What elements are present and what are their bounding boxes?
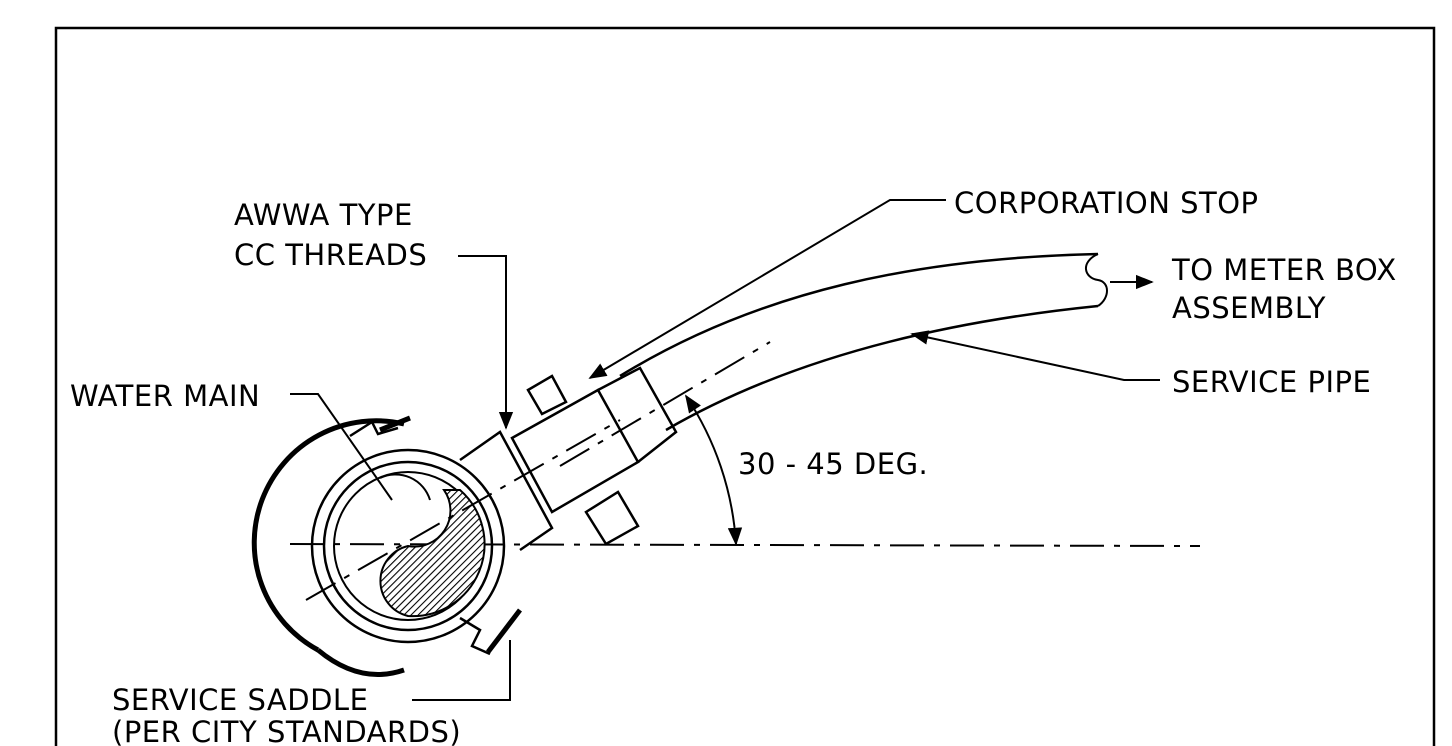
- water-main: [305, 419, 621, 644]
- angle-label: 30 - 45 DEG.: [738, 447, 928, 481]
- awwa-label-line1: AWWA TYPE: [234, 198, 413, 232]
- water-main-label: WATER MAIN: [70, 379, 260, 413]
- service-pipe: [559, 252, 1108, 467]
- main-section-hatch: [379, 489, 486, 618]
- to-meter-label-line1: TO METER BOX: [1171, 253, 1397, 287]
- corporation-stop-label: CORPORATION STOP: [954, 186, 1259, 220]
- awwa-label-line2: CC THREADS: [234, 238, 427, 272]
- leader-lines: [290, 199, 1160, 701]
- saddle-label-line1: SERVICE SADDLE: [112, 683, 368, 717]
- to-meter-label-line2: ASSEMBLY: [1172, 291, 1326, 325]
- saddle-label-line2: (PER CITY STANDARDS): [112, 715, 461, 746]
- service-pipe-label: SERVICE PIPE: [1172, 365, 1371, 399]
- drawing-border: [54, 26, 1436, 746]
- corporation-stop: [510, 366, 678, 546]
- service-saddle: [251, 415, 554, 677]
